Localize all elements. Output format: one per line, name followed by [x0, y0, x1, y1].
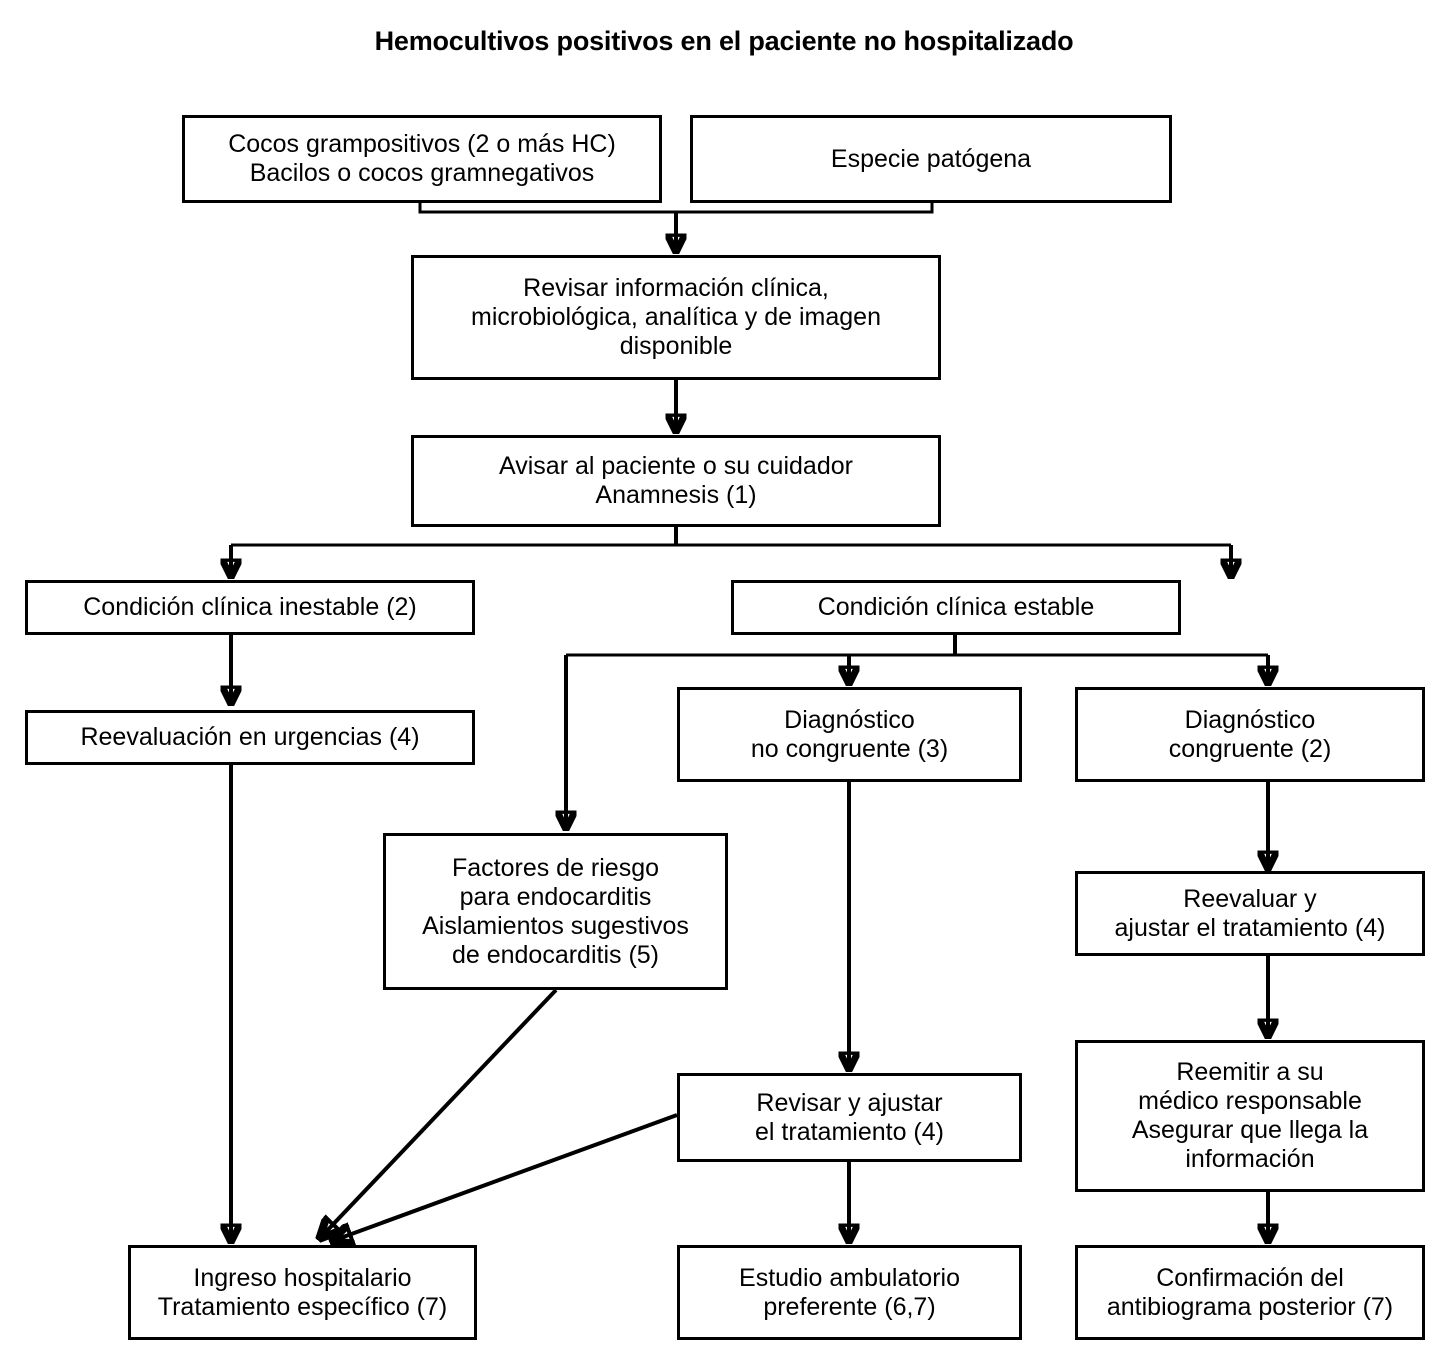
node-label: Factores de riesgo para endocarditis Ais… [422, 853, 689, 969]
node-label: Revisar información clínica, microbiológ… [471, 274, 881, 360]
page-title: Hemocultivos positivos en el paciente no… [374, 26, 1074, 56]
node-label: Ingreso hospitalario Tratamiento específ… [157, 1263, 448, 1321]
node-label: Condición clínica estable [817, 593, 1095, 621]
node-label: Estudio ambulatorio preferente (6,7) [739, 1263, 960, 1321]
node-label: Reevaluación en urgencias (4) [80, 723, 420, 751]
node-reevaluar-ajustar-tratamiento[interactable]: Reevaluar y ajustar el tratamiento (4) [1075, 871, 1425, 956]
node-label: Especie patógena [830, 144, 1032, 173]
node-ingreso-hospitalario[interactable]: Ingreso hospitalario Tratamiento específ… [128, 1245, 477, 1340]
node-confirmacion-antibiograma[interactable]: Confirmación del antibiograma posterior … [1075, 1245, 1425, 1340]
node-label: Reevaluar y ajustar el tratamiento (4) [1114, 884, 1386, 942]
node-label: Diagnóstico congruente (2) [1168, 705, 1332, 763]
node-condicion-estable[interactable]: Condición clínica estable [731, 580, 1181, 635]
node-label: Diagnóstico no congruente (3) [750, 705, 949, 763]
node-diagnostico-congruente[interactable]: Diagnóstico congruente (2) [1075, 687, 1425, 782]
node-condicion-inestable[interactable]: Condición clínica inestable (2) [25, 580, 475, 635]
node-label: Reemitir a su médico responsable Asegura… [1131, 1058, 1369, 1173]
node-reemitir-medico[interactable]: Reemitir a su médico responsable Asegura… [1075, 1040, 1425, 1192]
node-revisar-informacion[interactable]: Revisar información clínica, microbiológ… [411, 255, 941, 380]
node-estudio-ambulatorio[interactable]: Estudio ambulatorio preferente (6,7) [677, 1245, 1022, 1340]
node-diagnostico-no-congruente[interactable]: Diagnóstico no congruente (3) [677, 687, 1022, 782]
node-avisar-paciente[interactable]: Avisar al paciente o su cuidador Anamnes… [411, 435, 941, 527]
node-label: Revisar y ajustar el tratamiento (4) [755, 1088, 944, 1146]
node-revisar-ajustar-tratamiento[interactable]: Revisar y ajustar el tratamiento (4) [677, 1073, 1022, 1162]
node-label: Condición clínica inestable (2) [83, 593, 417, 621]
node-label: Confirmación del antibiograma posterior … [1106, 1263, 1394, 1321]
node-especie-patogena[interactable]: Especie patógena [690, 115, 1172, 203]
node-label: Avisar al paciente o su cuidador Anamnes… [499, 452, 853, 509]
node-cocos-grampositivos[interactable]: Cocos grampositivos (2 o más HC) Bacilos… [182, 115, 662, 203]
node-label: Cocos grampositivos (2 o más HC) Bacilos… [228, 130, 616, 187]
node-reevaluacion-urgencias[interactable]: Reevaluación en urgencias (4) [25, 710, 475, 765]
node-factores-endocarditis[interactable]: Factores de riesgo para endocarditis Ais… [383, 833, 728, 990]
